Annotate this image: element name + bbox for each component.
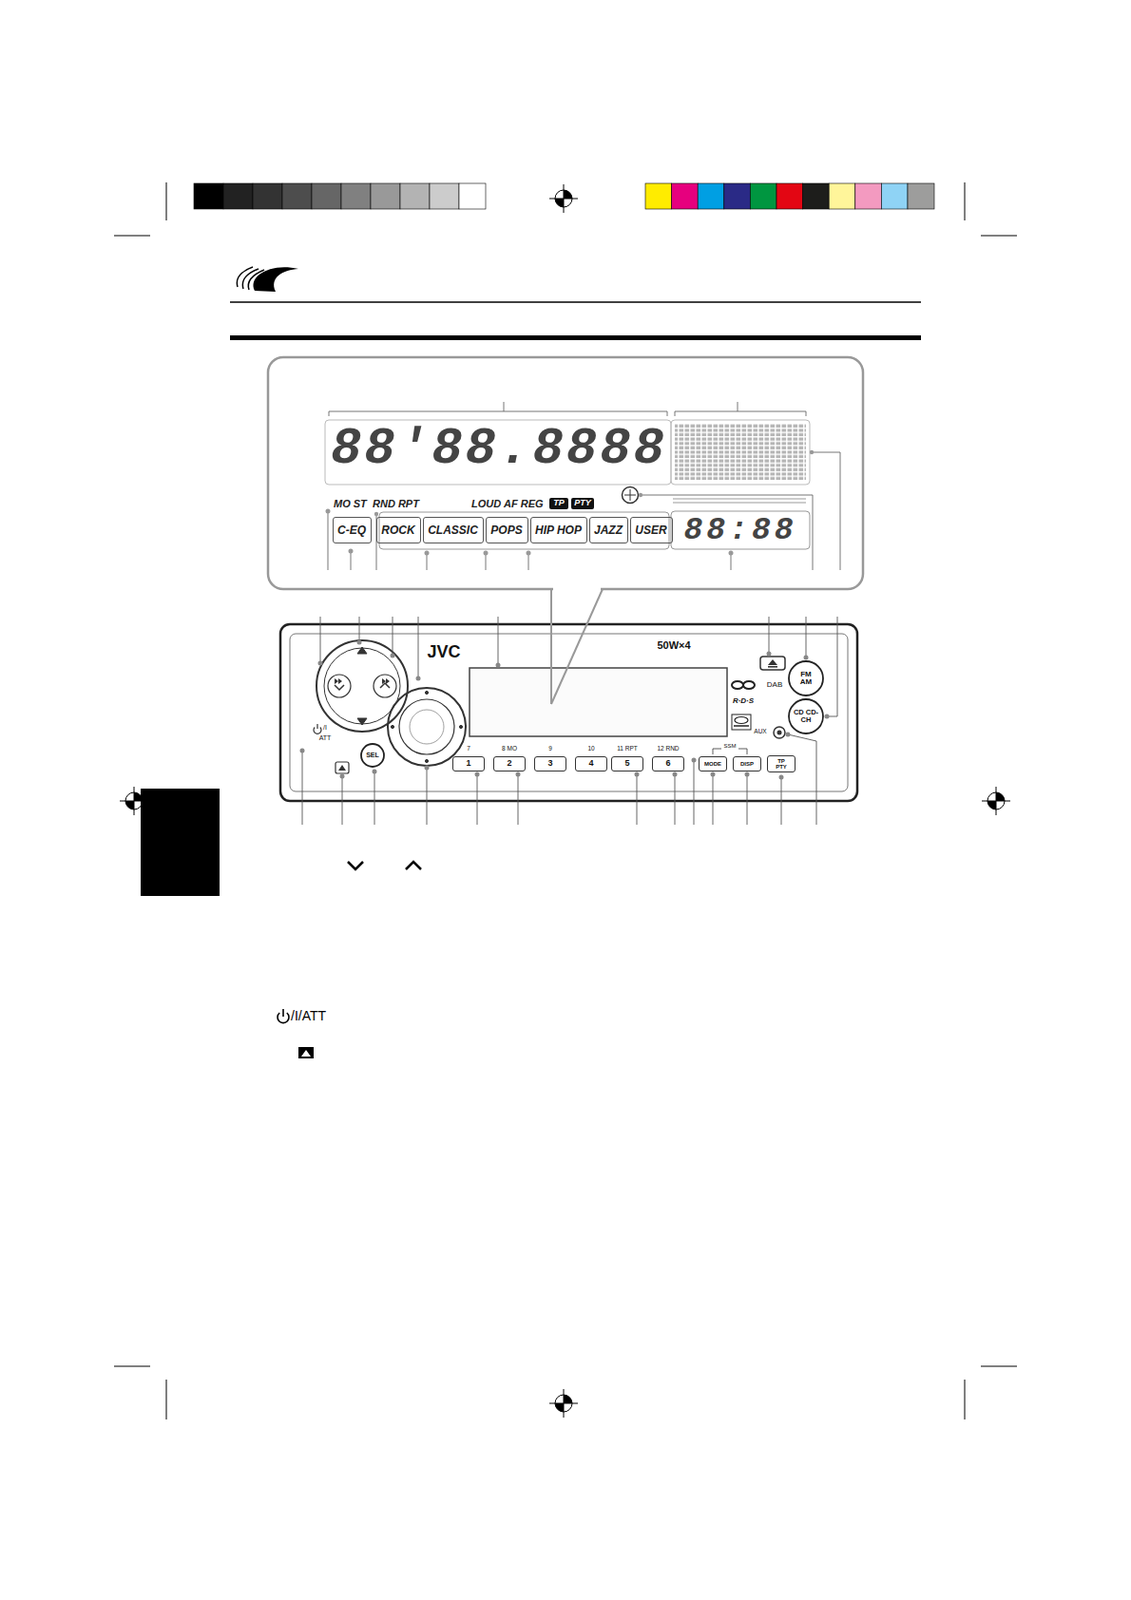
leader-line	[327, 402, 841, 571]
crop-mark	[114, 182, 1017, 1420]
eq-box: C-EQ	[332, 517, 372, 544]
power-rating: 50W×4	[656, 639, 691, 652]
display-window	[469, 668, 728, 737]
gray-ramp	[193, 183, 486, 210]
node-text: 6	[665, 759, 671, 768]
volume-knob	[387, 688, 466, 767]
header-rule	[230, 302, 921, 341]
node-text: POPS	[490, 524, 522, 537]
node-text: 5	[624, 759, 630, 768]
picture-symbol	[298, 1047, 314, 1059]
source-button: CD CD-CH	[787, 698, 825, 735]
eq-box: USER	[630, 517, 673, 544]
function-button: TP PTY	[766, 755, 796, 773]
eq-box: JAZZ	[589, 517, 629, 544]
compact-disc-logo	[731, 714, 751, 730]
control-cluster	[316, 640, 408, 732]
node-text: MODE	[704, 761, 722, 767]
ssm-bracket	[712, 748, 748, 755]
segment-display: 88'88.8888	[330, 423, 668, 476]
preset-button: 2	[493, 756, 526, 772]
indicator: MO ST	[333, 498, 367, 510]
button-outline	[788, 699, 824, 734]
button-label: 7	[466, 745, 471, 752]
node-text: 2	[506, 759, 512, 768]
indicator-box: PTY	[571, 498, 595, 510]
node-text: FM AM	[795, 670, 817, 688]
display-callout	[268, 357, 863, 590]
indicator: AF REG	[503, 498, 544, 510]
source-button: FM AM	[787, 660, 825, 697]
node-text: SEL	[365, 751, 380, 759]
rds-logo: R·D·S	[732, 697, 754, 707]
band-label: DAB	[766, 681, 783, 691]
front-panel	[280, 624, 858, 802]
node-text: PTY	[574, 498, 592, 508]
node-text: JAZZ	[594, 524, 623, 537]
button-label: ATT	[319, 734, 332, 743]
key-name: /I/ATT	[290, 1009, 326, 1024]
picture-button	[335, 762, 349, 774]
eq-box: POPS	[485, 517, 529, 544]
brand-logo: JVC	[426, 643, 461, 663]
leader-dot	[300, 640, 830, 781]
attenuator-button	[313, 724, 322, 734]
select-button: SEL	[360, 743, 385, 768]
preset-button: 1	[452, 756, 485, 772]
node-text: TP PTY	[774, 758, 788, 771]
bracket-label: SSM	[723, 743, 736, 750]
registration-mark	[119, 184, 1011, 1419]
rds-symbol	[731, 681, 755, 690]
eq-box: ROCK	[376, 517, 422, 544]
node-text: CLASSIC	[427, 524, 479, 537]
indicator-box: TP	[549, 498, 569, 510]
node-text: 3	[547, 759, 553, 768]
eq-box: CLASSIC	[422, 517, 484, 544]
function-button: DISP	[732, 756, 762, 772]
eject-button	[760, 656, 786, 671]
node-text: HIP HOP	[535, 524, 582, 537]
button-label: 10	[587, 745, 595, 752]
node-text: ROCK	[381, 524, 415, 537]
clock-display: 88:88	[683, 515, 797, 547]
color-bar	[645, 183, 935, 210]
node-text: 1	[465, 759, 471, 768]
jack-label: AUX	[753, 728, 767, 735]
preset-button: 6	[651, 756, 685, 772]
node-text: 4	[588, 759, 594, 768]
function-button: MODE	[698, 756, 728, 772]
callout-pointer	[551, 585, 603, 705]
power-symbol	[277, 1009, 289, 1024]
button-label: 12 RND	[656, 745, 679, 752]
side-tab	[140, 788, 220, 897]
button-label: 11 RPT	[616, 745, 638, 752]
button-label: /I	[323, 724, 327, 732]
button-label: 9	[548, 745, 553, 752]
header-logo	[236, 267, 299, 292]
node-text: USER	[634, 524, 667, 537]
node-text: CD CD-CH	[791, 709, 821, 725]
preset-button: 3	[534, 756, 567, 772]
eq-box: HIP HOP	[530, 517, 588, 544]
preset-button: 4	[575, 756, 608, 772]
indicator: RND RPT	[372, 498, 420, 510]
node-text: C-EQ	[337, 524, 366, 537]
leader-line	[302, 616, 838, 825]
node-text: DISP	[740, 761, 754, 767]
button-outline	[788, 661, 824, 696]
chevron-symbol	[347, 862, 422, 870]
indicator: LOUD	[471, 498, 501, 510]
node-text: TP	[553, 498, 565, 508]
button-outline	[361, 744, 384, 767]
button-label: 8 MO	[501, 745, 518, 752]
preset-button: 5	[611, 756, 644, 772]
aux-jack	[773, 727, 786, 739]
